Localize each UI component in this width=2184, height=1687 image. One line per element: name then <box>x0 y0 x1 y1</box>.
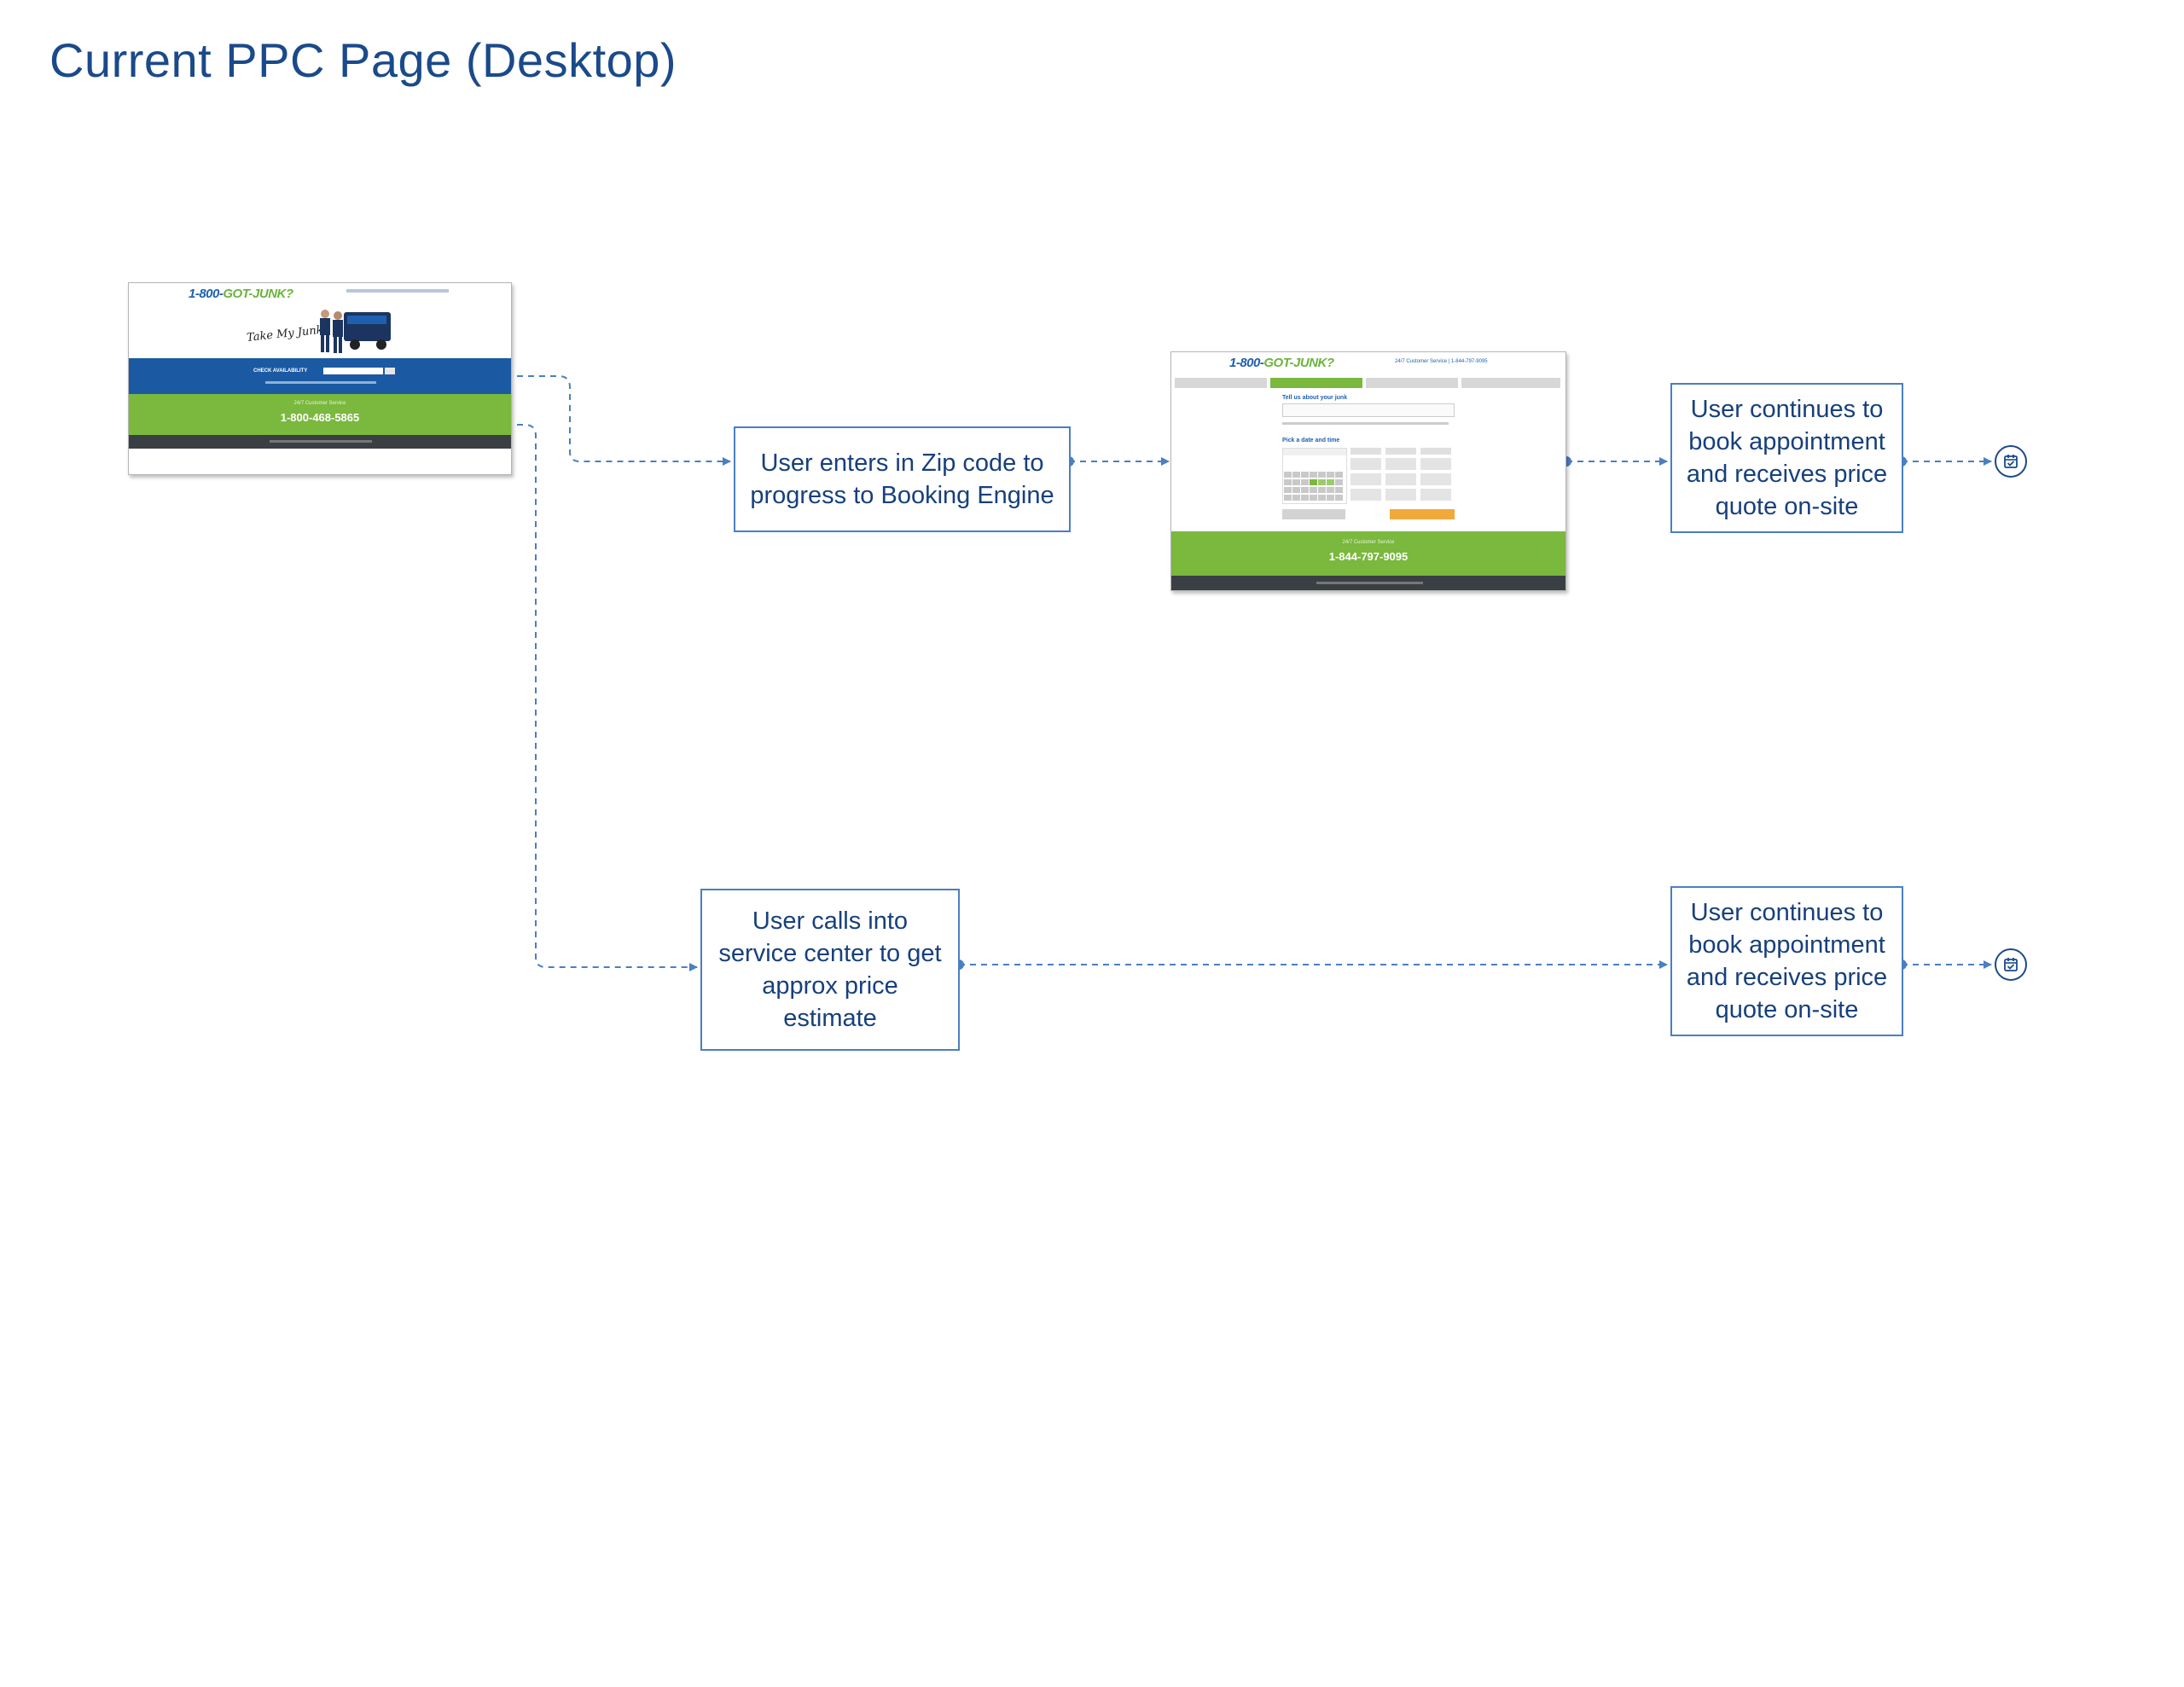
continue-booking-box-top: User continues to book appointment and r… <box>1670 383 1903 533</box>
zip-go-button[interactable] <box>385 368 395 374</box>
next-step-button[interactable] <box>1390 509 1455 519</box>
booking-customer-service-label: 24/7 Customer Service <box>1342 540 1395 545</box>
calendar-check-icon <box>2004 958 2018 971</box>
time-slot[interactable] <box>1385 473 1416 485</box>
booking-footer <box>1171 576 1565 590</box>
landing-header-service-text <box>346 289 449 293</box>
connector-landing-to-zip <box>406 375 731 466</box>
step-zip-code <box>1175 378 1267 388</box>
time-slot[interactable] <box>1385 489 1416 501</box>
step-junk-details <box>1270 378 1362 388</box>
zip-code-step-text: User enters in Zip code to progress to B… <box>750 449 1054 509</box>
day-column-2 <box>1385 448 1416 455</box>
junk-truck-crew-image <box>320 310 391 353</box>
booking-customer-service-band: 24/7 Customer Service 1-844-797-9095 <box>1171 531 1565 576</box>
zip-code-step-box: User enters in Zip code to progress to B… <box>734 426 1071 532</box>
customer-service-band: 24/7 Customer Service 1-800-468-5865 <box>129 394 511 435</box>
day-column-1 <box>1350 448 1381 455</box>
time-slot[interactable] <box>1420 489 1451 501</box>
landing-logo: 1-800-GOT-JUNK? <box>189 287 293 301</box>
end-node-bottom <box>1995 948 2027 981</box>
step-service-address <box>1366 378 1458 388</box>
continue-booking-box-bottom: User continues to book appointment and r… <box>1670 886 1903 1036</box>
time-slot[interactable] <box>1350 458 1381 470</box>
landing-header: 1-800-GOT-JUNK? Take My Junk! <box>129 283 511 358</box>
continue-booking-text-top: User continues to book appointment and r… <box>1686 396 1888 520</box>
customer-service-phone[interactable]: 1-800-468-5865 <box>280 411 360 424</box>
landing-page-thumbnail: 1-800-GOT-JUNK? Take My Junk! CHECK AVAI… <box>128 282 512 475</box>
junk-section-title: Tell us about your junk <box>1282 395 1348 401</box>
page-title: Current PPC Page (Desktop) <box>49 33 677 87</box>
booking-logo: 1-800-GOT-JUNK? <box>1229 356 1334 370</box>
zip-code-input[interactable] <box>323 368 383 374</box>
customer-service-label: 24/7 Customer Service <box>293 401 346 406</box>
connector-landing-to-call <box>373 424 698 971</box>
booking-customer-service-phone[interactable]: 1-844-797-9095 <box>1328 550 1409 563</box>
booking-footer-text <box>1316 582 1423 584</box>
booking-engine-thumbnail: 1-800-GOT-JUNK? 24/7 Customer Service | … <box>1170 351 1566 591</box>
booking-header-service-text: 24/7 Customer Service | 1-844-797-9095 <box>1395 359 1488 364</box>
back-button[interactable] <box>1282 509 1345 519</box>
calendar-check-icon <box>2004 455 2018 468</box>
time-slot[interactable] <box>1350 489 1381 501</box>
check-availability-band: CHECK AVAILABILITY <box>129 358 511 394</box>
call-center-step-box: User calls into service center to get ap… <box>700 889 960 1051</box>
continue-booking-text-bottom: User continues to book appointment and r… <box>1686 899 1888 1023</box>
landing-footer <box>129 435 511 449</box>
junk-description-input[interactable] <box>1282 403 1455 417</box>
check-availability-subtext <box>265 381 376 384</box>
end-node-top <box>1995 445 2027 478</box>
landing-footer-text <box>270 440 372 443</box>
day-column-3 <box>1420 448 1451 455</box>
junk-help-text <box>1282 422 1449 425</box>
time-slot[interactable] <box>1385 458 1416 470</box>
time-slot[interactable] <box>1420 458 1451 470</box>
time-slot[interactable] <box>1350 473 1381 485</box>
check-availability-label: CHECK AVAILABILITY <box>253 368 308 374</box>
date-section-title: Pick a date and time <box>1282 438 1340 443</box>
call-center-step-text: User calls into service center to get ap… <box>718 907 942 1032</box>
step-confirm <box>1461 378 1560 388</box>
time-slot[interactable] <box>1420 473 1451 485</box>
